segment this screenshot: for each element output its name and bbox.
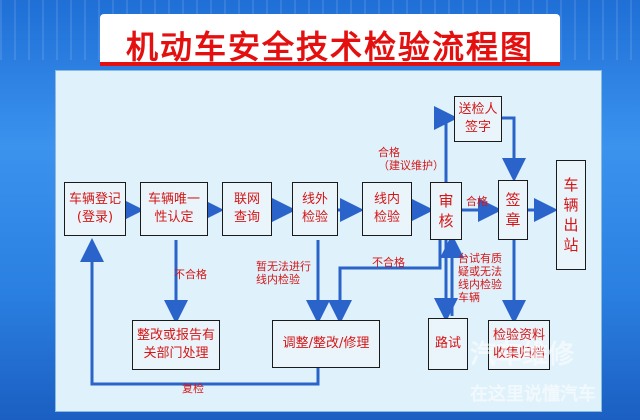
box-send-sign: 送检人 签字	[454, 96, 502, 142]
page-title: 机动车安全技术检验流程图	[125, 28, 534, 66]
title-underline	[100, 62, 560, 66]
box-review: 审 核	[430, 182, 462, 240]
box-adjust-repair: 调整/整改/修理	[272, 320, 380, 368]
label-recheck: 复检	[182, 382, 204, 395]
arrow-recheck	[80, 238, 320, 386]
label-bench-doubt: 台试有质 疑或无法 线内检验 车辆	[458, 252, 502, 304]
label-fail-review: 不合格	[372, 256, 405, 269]
arrow-review-adjust	[328, 240, 442, 324]
box-road-test: 路试	[428, 318, 468, 370]
box-vehicle-register: 车辆登记 (登录)	[64, 182, 126, 236]
title-banner: 机动车安全技术检验流程图	[100, 14, 560, 66]
box-network-query: 联网 查询	[222, 182, 272, 236]
box-outside-inspection: 线外 检验	[292, 182, 338, 236]
label-fail-unique: 不合格	[174, 268, 207, 281]
watermark-slogan: 在这里说懂汽车	[470, 384, 596, 405]
box-inside-inspection: 线内 检验	[362, 182, 412, 236]
label-cannot-inline: 暂无法进行 线内检验	[256, 260, 311, 286]
box-seal: 签 章	[498, 180, 528, 240]
arrow-send-sign	[502, 116, 526, 182]
box-unique-identification: 车辆唯一 性认定	[140, 182, 208, 236]
arrow-review-send	[434, 106, 458, 182]
box-archive: 检验资料 收集归档	[488, 320, 550, 370]
box-rectify-report: 整改或报告有 关部门处理	[132, 320, 220, 370]
label-pass-suggest: 合格 （建议维护）	[378, 146, 444, 172]
label-pass: 合格	[466, 195, 488, 208]
watermark-logo: 汽车维修	[470, 340, 575, 370]
box-vehicle-exit: 车 辆 出 站	[556, 160, 586, 270]
